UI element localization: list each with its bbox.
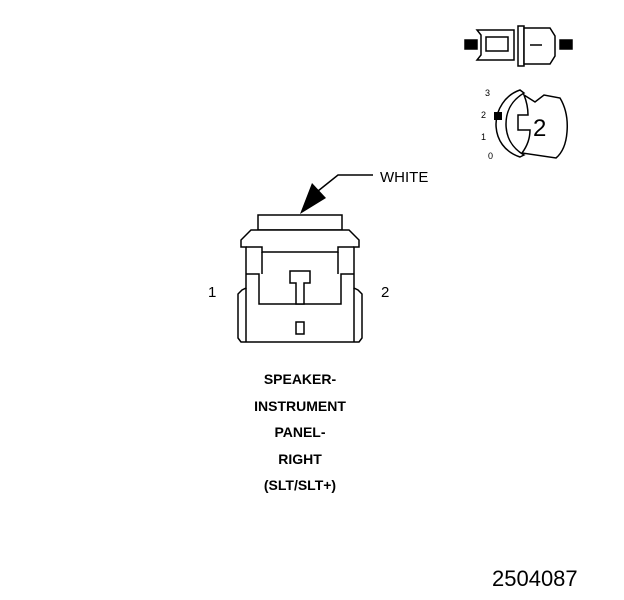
connector-caption: SPEAKER- INSTRUMENT PANEL- RIGHT (SLT/SL… [200, 366, 400, 499]
caption-line: PANEL- [274, 424, 326, 440]
caption-line: SPEAKER- [263, 371, 337, 387]
caption-line: RIGHT [278, 450, 322, 467]
pin-2-label: 2 [381, 284, 390, 301]
connector-face [237, 214, 363, 343]
caption-line: (SLT/SLT+) [263, 477, 337, 493]
caption-line: INSTRUMENT [254, 397, 346, 414]
pin-1-label: 1 [208, 284, 217, 301]
wire-color-label: WHITE [380, 169, 429, 186]
connector-side-view-icon [464, 25, 573, 67]
key-scale-2: 2 [481, 110, 487, 120]
key-scale-3: 3 [485, 88, 491, 98]
key-position-icon [494, 89, 568, 159]
key-position-number: 2 [533, 115, 547, 142]
key-scale-0: 0 [488, 151, 494, 161]
wire-leader-arrow [300, 174, 373, 214]
key-scale-1: 1 [481, 132, 487, 142]
figure-number: 2504087 [492, 566, 578, 591]
